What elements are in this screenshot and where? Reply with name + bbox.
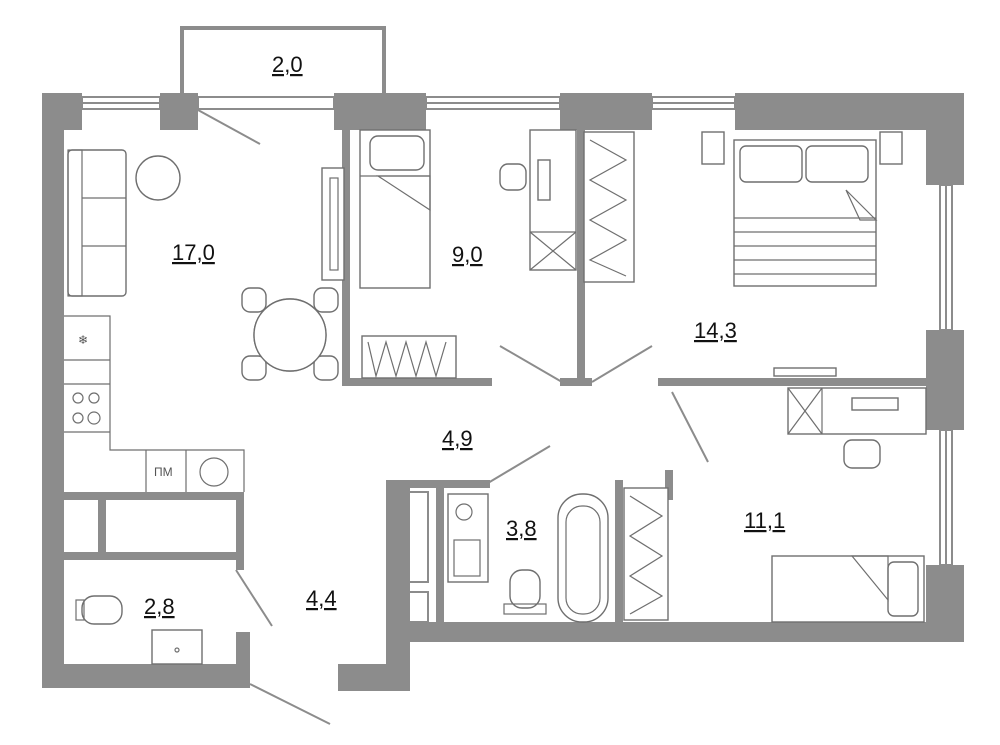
living-furniture bbox=[64, 149, 345, 492]
area-toilet: 2,8 bbox=[144, 594, 175, 619]
balcony bbox=[180, 26, 386, 98]
interior-walls bbox=[64, 128, 928, 630]
small-bedroom-furniture bbox=[359, 129, 577, 379]
area-bedroom-small: 9,0 bbox=[452, 242, 483, 267]
area-living-kitchen: 17,0 bbox=[172, 240, 215, 265]
third-bedroom-furniture bbox=[623, 387, 927, 623]
bathroom-fixtures bbox=[447, 493, 609, 623]
dishwasher-label: ПМ bbox=[154, 465, 173, 479]
area-balcony: 2,0 bbox=[272, 52, 303, 77]
windows bbox=[81, 96, 953, 566]
area-corridor: 4,9 bbox=[442, 426, 473, 451]
area-bedroom-third: 11,1 bbox=[744, 508, 785, 533]
master-bedroom-furniture bbox=[583, 131, 903, 377]
doors bbox=[197, 109, 709, 725]
toilet-fixtures bbox=[75, 595, 203, 665]
area-hallway: 4,4 bbox=[306, 586, 337, 611]
exterior-walls bbox=[42, 93, 964, 691]
area-bathroom: 3,8 bbox=[506, 516, 537, 541]
freezer-icon: ❄ bbox=[78, 333, 88, 347]
area-bedroom-master: 14,3 bbox=[694, 318, 737, 343]
